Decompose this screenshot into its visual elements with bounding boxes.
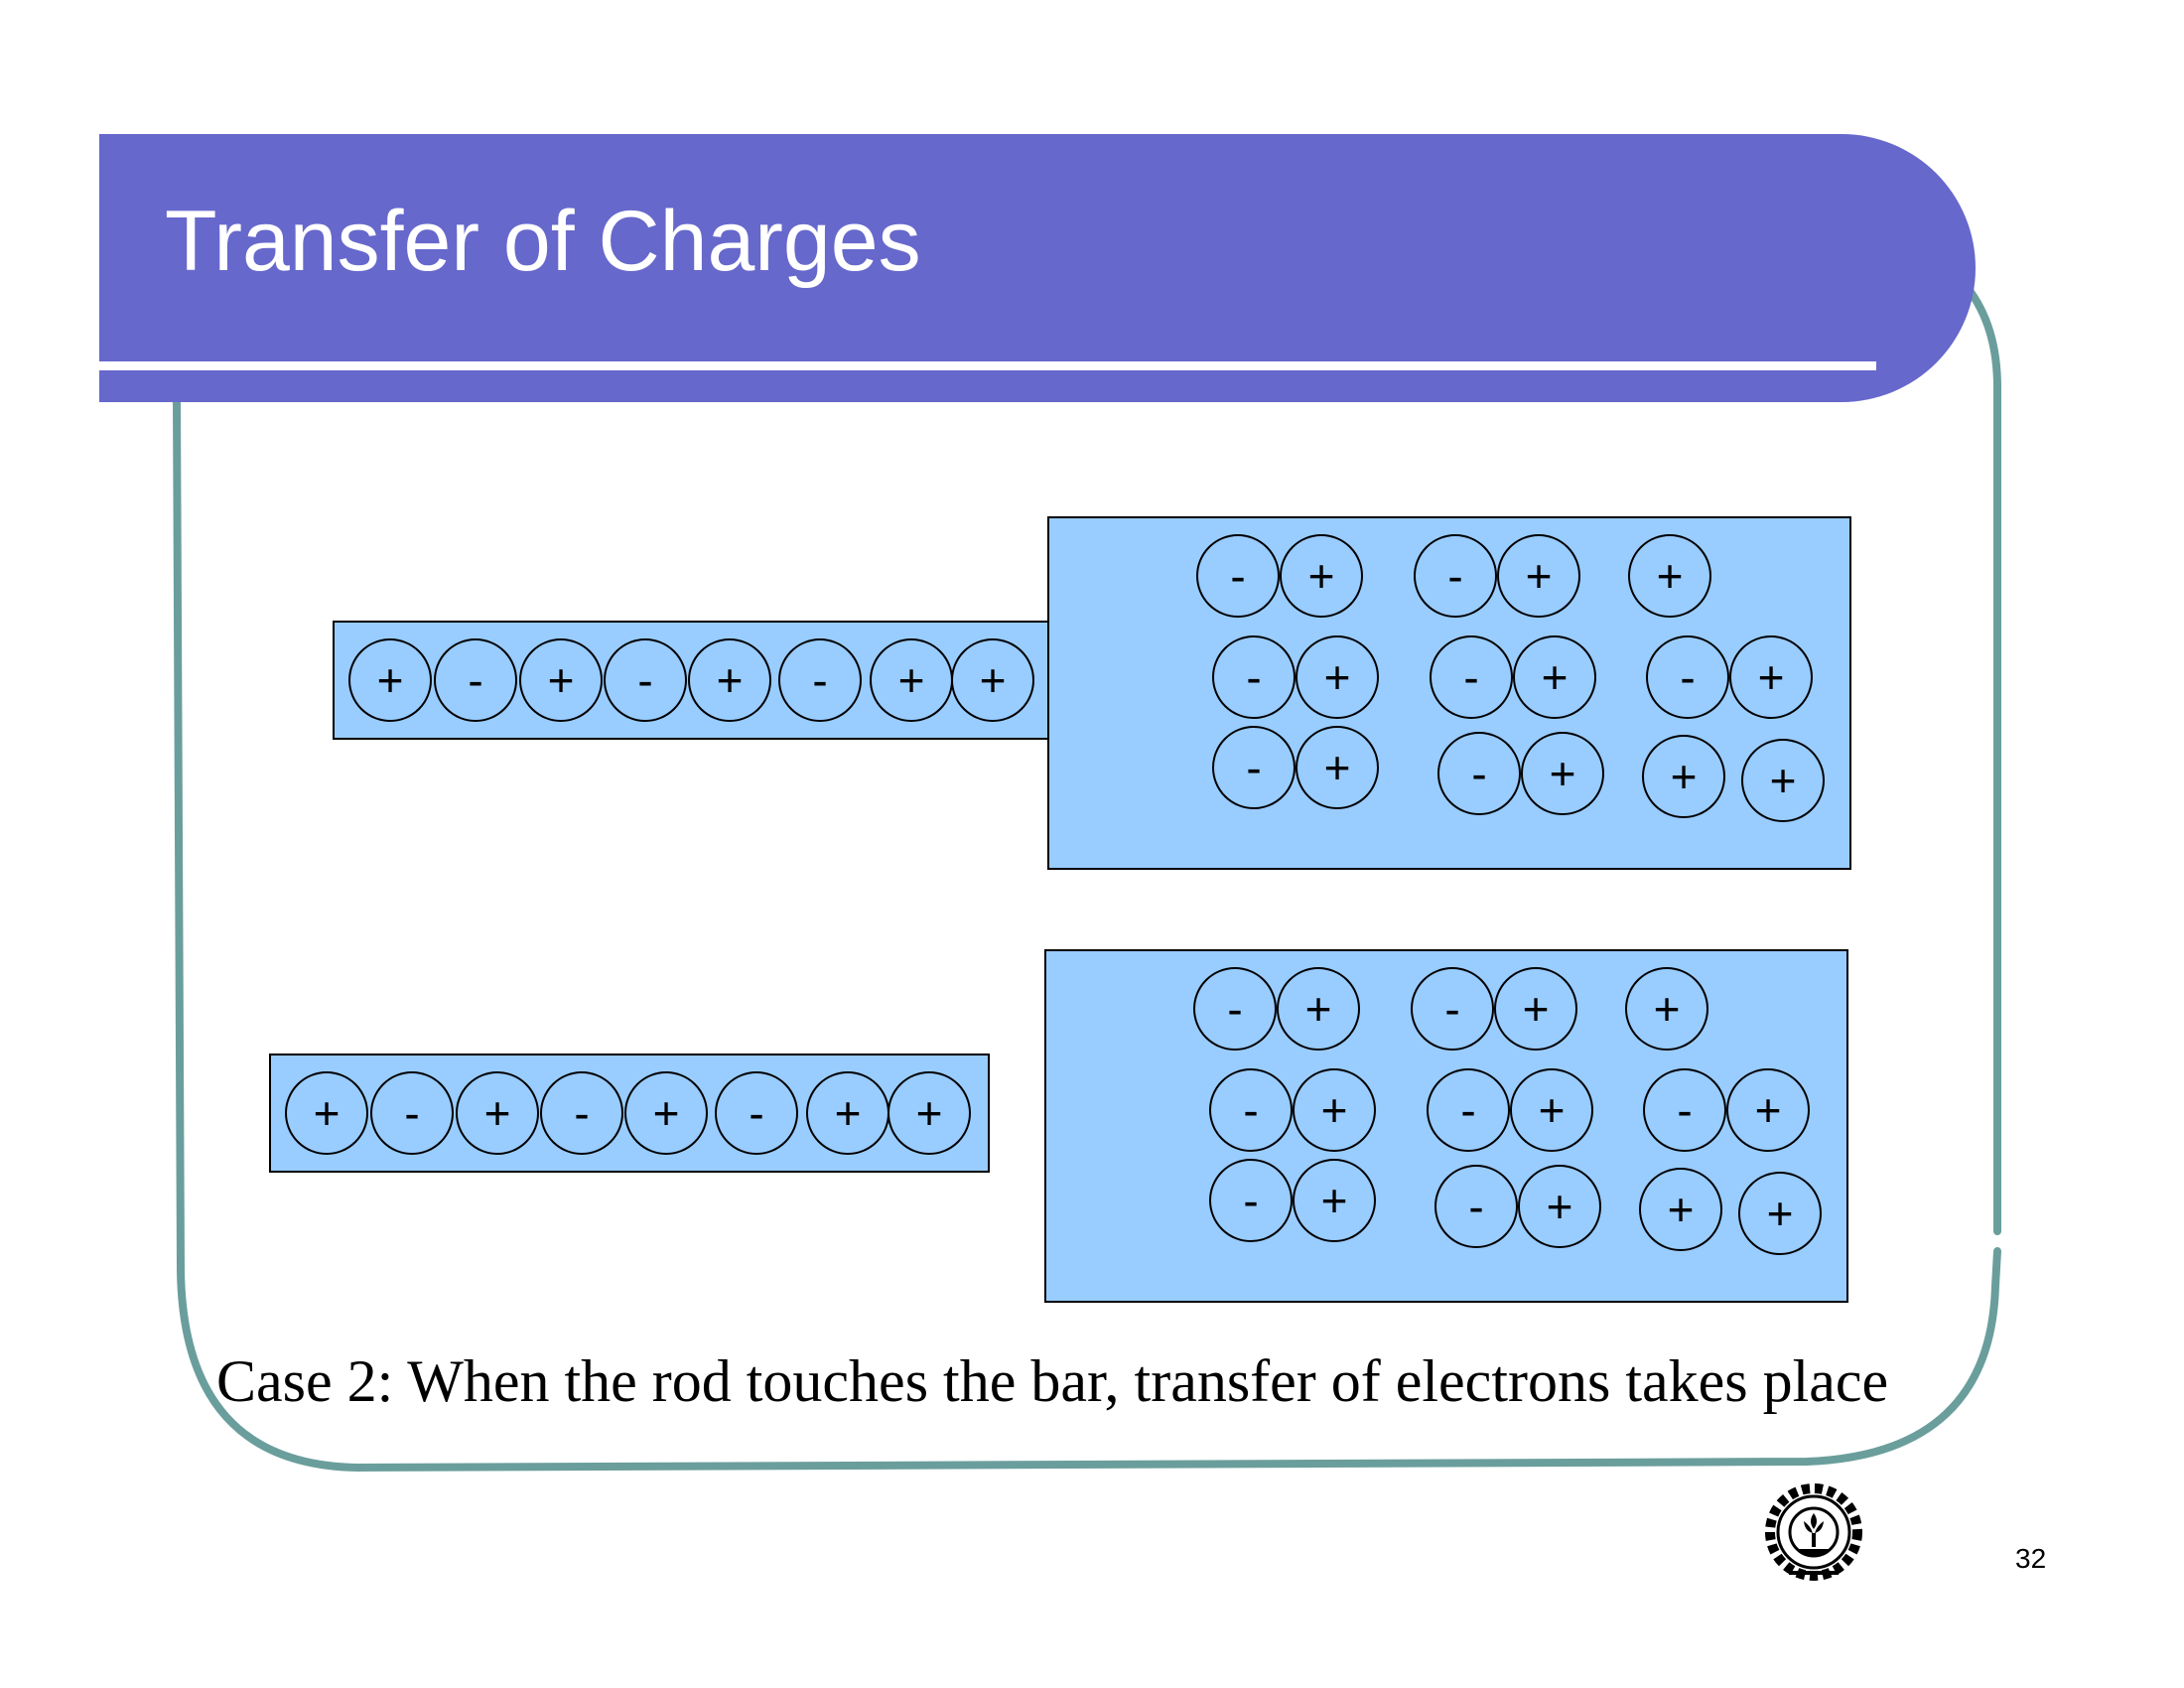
bar-charge: - (1437, 732, 1521, 815)
title-banner (99, 134, 1976, 402)
bar-charge: + (1513, 635, 1596, 719)
title-underline (99, 361, 1876, 370)
bar-charge: - (1193, 967, 1277, 1051)
bar-charge: + (1642, 735, 1725, 818)
bar-charge: - (1414, 534, 1497, 618)
institute-seal-icon (1765, 1483, 1862, 1581)
rod-charge: + (688, 638, 771, 722)
bar-charge: - (1434, 1165, 1518, 1248)
rod-charge: + (456, 1071, 539, 1155)
bar-charge: - (1212, 635, 1296, 719)
bar-charge: + (1296, 726, 1379, 809)
bar-charge: - (1427, 1068, 1510, 1152)
bar-charge: - (1209, 1159, 1293, 1242)
bar-charge: - (1196, 534, 1280, 618)
rod-charge: - (604, 638, 687, 722)
bar-charge: + (1726, 1068, 1810, 1152)
bar-charge: + (1625, 967, 1708, 1051)
rod-charge: - (370, 1071, 454, 1155)
bar-charge: + (1280, 534, 1363, 618)
bar-charge: + (1510, 1068, 1593, 1152)
bar-charge: + (1293, 1068, 1376, 1152)
rod-charge: + (870, 638, 953, 722)
bar-charge: + (1518, 1165, 1601, 1248)
rod-charge: + (624, 1071, 708, 1155)
rod-charge: + (285, 1071, 368, 1155)
slide-title: Transfer of Charges (165, 194, 921, 289)
rod-charge: - (778, 638, 862, 722)
bar-charge: + (1738, 1172, 1822, 1255)
page-number: 32 (2015, 1543, 2047, 1574)
bar-charge: - (1430, 635, 1513, 719)
bar-charge: - (1209, 1068, 1293, 1152)
rod-charge: - (434, 638, 517, 722)
bar-charge: + (1521, 732, 1604, 815)
bar-charge: + (1497, 534, 1580, 618)
rod-charge: + (519, 638, 603, 722)
bar-charge: - (1411, 967, 1494, 1051)
case-caption: Case 2: When the rod touches the bar, tr… (216, 1348, 1889, 1414)
bar-charge: + (1296, 635, 1379, 719)
bar-charge: + (1741, 739, 1825, 822)
rod-charge: + (806, 1071, 889, 1155)
rod-charge: - (715, 1071, 798, 1155)
bar-charge: - (1643, 1068, 1726, 1152)
rod-charge: - (540, 1071, 623, 1155)
rod-charge: + (348, 638, 432, 722)
bar-charge: - (1212, 726, 1296, 809)
rod-charge: + (951, 638, 1034, 722)
bar-charge: + (1293, 1159, 1376, 1242)
rod-charge: + (887, 1071, 971, 1155)
bar-charge: + (1494, 967, 1577, 1051)
bar-charge: + (1639, 1168, 1722, 1251)
bar-charge: + (1729, 635, 1813, 719)
bar-charge: - (1646, 635, 1729, 719)
bar-charge: + (1277, 967, 1360, 1051)
bar-charge: + (1628, 534, 1711, 618)
